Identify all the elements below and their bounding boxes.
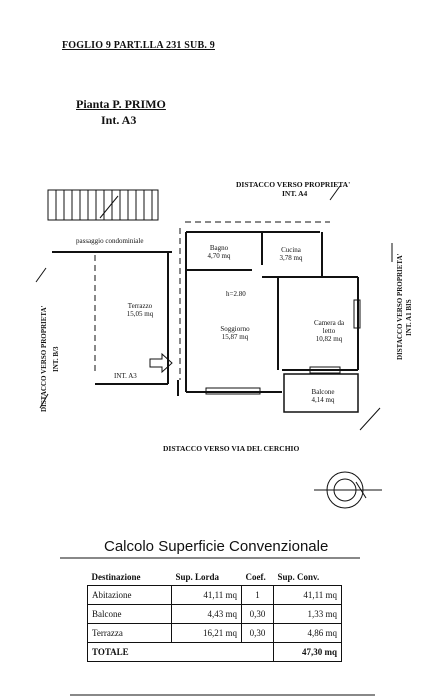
int-a3-label: INT. A3: [114, 372, 137, 380]
plan-subtitle: Int. A3: [101, 113, 137, 127]
plan-title: Pianta P. PRIMO: [76, 97, 166, 111]
table-row: Terrazza 16,21 mq 0,30 4,86 mq: [87, 623, 342, 643]
cell-conv: 41,11 mq: [273, 585, 342, 605]
cell-dest: Balcone: [87, 604, 172, 624]
calc-table: Destinazione Sup. Lorda Coef. Sup. Conv.…: [87, 570, 342, 662]
calc-header-conv: Sup. Conv.: [277, 572, 320, 582]
walls: [52, 231, 359, 396]
distacco-top-label: DISTACCO VERSO PROPRIETA': [236, 180, 351, 189]
calc-header-coef: Coef.: [245, 572, 266, 582]
table-row: Abitazione 41,11 mq 1 41,11 mq: [87, 585, 342, 605]
entrance-arrow-icon: [149, 352, 173, 374]
staircase: [47, 189, 159, 221]
total-label: TOTALE: [87, 642, 274, 662]
total-value: 47,30 mq: [273, 642, 342, 662]
int-a1-label: INT. A1 BIS: [405, 299, 413, 336]
calc-header-lorda: Sup. Lorda: [175, 572, 220, 582]
distacco-right-label: DISTACCO VERSO PROPRIETA': [396, 253, 404, 360]
dashed-boundaries: [94, 221, 330, 380]
cell-dest: Terrazza: [87, 623, 172, 643]
document-header: FOGLIO 9 PART.LLA 231 SUB. 9: [62, 40, 215, 51]
north-arrow-icon: [314, 471, 382, 509]
cell-lorda: 16,21 mq: [171, 623, 242, 643]
table-rules: [60, 557, 375, 696]
cell-lorda: 4,43 mq: [171, 604, 242, 624]
height-label: h=2.80: [226, 290, 246, 298]
calc-header-row: Destinazione Sup. Lorda Coef. Sup. Conv.: [88, 570, 342, 586]
cell-coef: 1: [241, 585, 274, 605]
calc-title: Calcolo Superficie Convenzionale: [104, 538, 329, 555]
balcone-outline: [283, 373, 359, 413]
total-row: TOTALE 47,30 mq: [87, 642, 342, 662]
int-a4-label: INT. A4: [282, 189, 308, 198]
window-marks: [205, 299, 361, 395]
calc-header-dest: Destinazione: [91, 572, 141, 582]
cell-conv: 1,33 mq: [273, 604, 342, 624]
cell-lorda: 41,11 mq: [171, 585, 242, 605]
boundary-strokes: [35, 185, 393, 431]
distacco-bottom-label: DISTACCO VERSO VIA DEL CERCHIO: [163, 444, 300, 453]
cell-coef: 0,30: [241, 604, 274, 624]
cell-dest: Abitazione: [87, 585, 172, 605]
passaggio-label: passaggio condominiale: [76, 237, 144, 245]
cell-conv: 4,86 mq: [273, 623, 342, 643]
cell-coef: 0,30: [241, 623, 274, 643]
table-row: Balcone 4,43 mq 0,30 1,33 mq: [87, 604, 342, 624]
distacco-left-label: DISTACCO VERSO PROPRIETA': [40, 305, 48, 412]
int-b3-label: INT. B/3: [52, 346, 60, 372]
